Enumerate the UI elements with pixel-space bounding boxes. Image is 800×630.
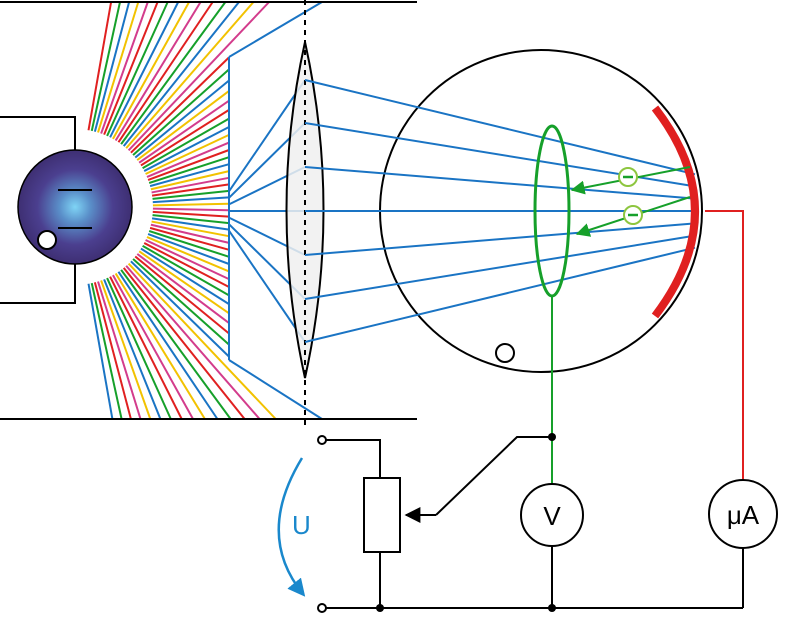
spectrum-ray xyxy=(101,260,183,420)
spectrum-ray xyxy=(98,1,169,153)
spectrum-ray xyxy=(123,240,230,315)
spectrum-ray xyxy=(111,253,246,420)
spectrum-ray xyxy=(107,256,219,420)
spectrum-ray xyxy=(84,265,114,420)
spectrum-ray xyxy=(127,233,230,288)
spectrum-ray xyxy=(128,231,230,281)
spectrum-ray xyxy=(113,1,255,163)
junction-dot xyxy=(376,604,384,612)
terminal-bottom xyxy=(317,603,327,613)
voltmeter-label: V xyxy=(543,501,561,531)
spectrum-ray xyxy=(119,246,230,346)
spectrum-ray xyxy=(115,249,277,420)
spectrum-ray xyxy=(91,264,142,420)
spectrum-ray xyxy=(101,1,180,154)
electron-icon xyxy=(623,205,643,225)
voltmeter xyxy=(520,483,584,547)
spectrum-ray xyxy=(127,126,230,181)
junction-dot xyxy=(548,433,556,441)
microammeter xyxy=(708,479,778,549)
photocell-port-dot xyxy=(495,343,515,363)
lamp-window-dot xyxy=(37,230,57,250)
spectrum-ray xyxy=(113,251,261,420)
spectrum-ray xyxy=(94,263,152,420)
rheostat xyxy=(363,477,401,553)
cathode-wire xyxy=(705,210,744,479)
voltage-arrow xyxy=(277,457,306,597)
spectrum-ray xyxy=(96,1,159,152)
focused-ray xyxy=(304,234,696,300)
spectrum-ray xyxy=(105,257,206,420)
spectrum-ray xyxy=(86,265,123,420)
junction-dot xyxy=(548,604,556,612)
spectrum-ray xyxy=(98,261,172,420)
light-ray-segment xyxy=(228,79,306,192)
focused-ray xyxy=(304,79,696,176)
spectrum-ray xyxy=(117,248,230,358)
focused-ray xyxy=(304,166,696,200)
spectrum-ray xyxy=(120,79,230,170)
light-ray-segment xyxy=(228,1,323,58)
spectrum-rays xyxy=(84,1,277,420)
spectrum-ray xyxy=(126,117,230,178)
spectrum-ray xyxy=(125,238,230,305)
spectrum-ray xyxy=(115,1,270,165)
spectrum-ray xyxy=(109,1,227,160)
spectrum-ray xyxy=(120,244,230,335)
terminal-top xyxy=(317,435,327,445)
lamp-bulb-icon xyxy=(17,149,133,265)
light-ray-segment xyxy=(228,230,306,343)
spectrum-ray xyxy=(96,262,162,420)
voltage-label: U xyxy=(292,510,311,540)
focused-ray xyxy=(304,222,696,256)
spectrum-ray xyxy=(126,236,230,297)
spectrum-ray xyxy=(103,258,194,420)
electron-icon xyxy=(618,167,638,187)
spectrum-ray xyxy=(89,264,132,420)
focused-light-rays xyxy=(304,79,696,343)
spectrum-ray xyxy=(109,254,232,420)
spectrum-ray xyxy=(128,133,230,183)
spectrum-ray xyxy=(86,1,121,149)
light-ray-segment xyxy=(228,359,323,420)
blue-light-rays xyxy=(228,1,323,420)
spectrum-ray xyxy=(119,68,230,168)
spectrum-ray xyxy=(91,1,140,150)
spectrum-ray xyxy=(105,1,202,157)
microammeter-label: μA xyxy=(727,500,760,530)
cathode-plate xyxy=(651,105,699,319)
spectrum-ray xyxy=(84,1,113,149)
spectrum-ray xyxy=(122,90,230,172)
spectrum-ray xyxy=(103,1,190,156)
circuit-wires xyxy=(326,436,744,609)
spectrum-ray xyxy=(117,56,230,166)
focused-ray xyxy=(304,246,696,343)
spectrum-ray xyxy=(111,1,240,161)
spectrum-ray xyxy=(107,1,214,158)
spectrum-ray xyxy=(89,1,131,150)
spectrum-ray xyxy=(123,99,230,174)
spectrum-ray xyxy=(94,1,149,151)
spectrum-ray xyxy=(122,242,230,324)
spectrum-ray xyxy=(125,109,230,176)
